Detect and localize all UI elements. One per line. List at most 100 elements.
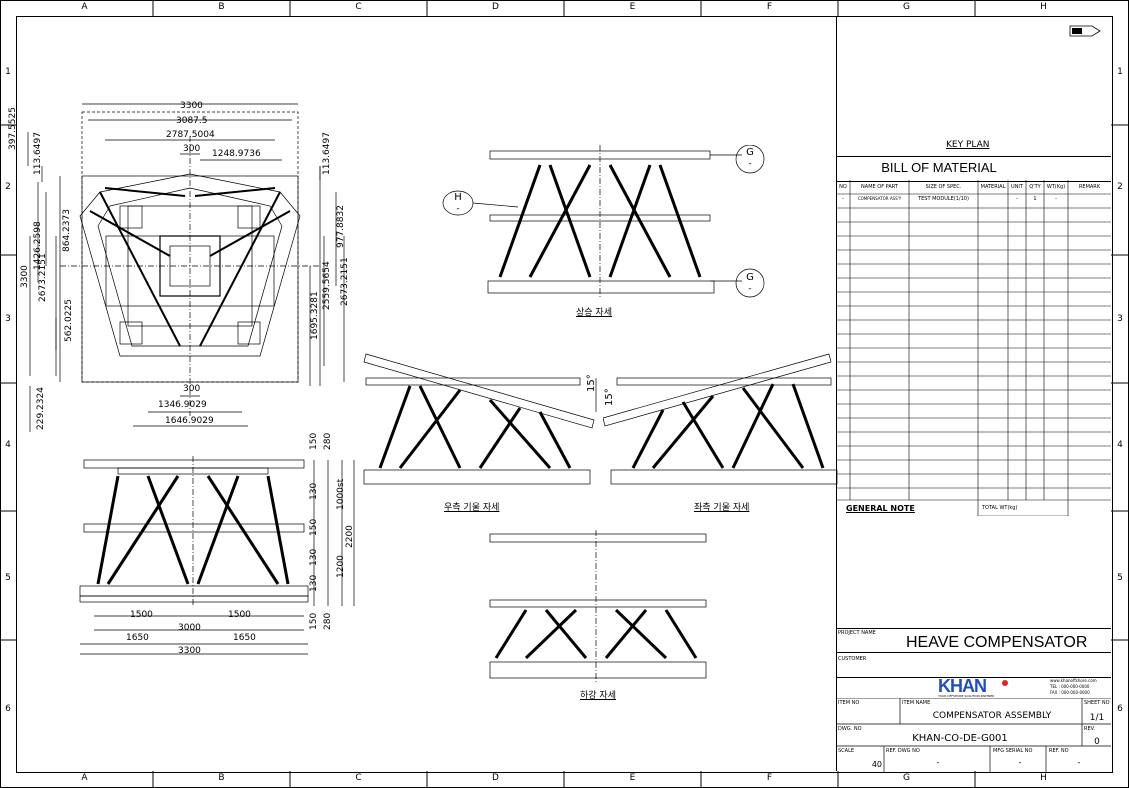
zone-label: H (1040, 773, 1047, 783)
ref-no-value: - (1077, 758, 1081, 767)
callout-h-bubble (442, 190, 519, 216)
dim-3300-top: 3300 (180, 101, 203, 111)
sheet-no-label: SHEET NO (1084, 700, 1110, 706)
dim-397: 397.5525 (8, 107, 18, 150)
scale-value: 40 (871, 760, 882, 769)
zone-label: 2 (5, 182, 11, 192)
general-note-label: GENERAL NOTE (846, 504, 915, 513)
bom-cell: 1 (1033, 196, 1037, 202)
customer-divider (836, 652, 1111, 653)
dim-130: 130 (309, 548, 319, 566)
mfg-serial-label: MFG SERIAL NO (993, 748, 1033, 754)
rev-label: REV. (1084, 726, 1095, 732)
bom-header-unit: UNIT (1011, 184, 1023, 190)
rev-value: 0 (1094, 737, 1100, 747)
plan-view-drawing (27, 103, 345, 432)
project-name: HEAVE COMPENSATOR (906, 634, 1088, 651)
zone-label: 6 (5, 704, 11, 714)
dim-150: 150 (309, 518, 319, 536)
ref-no-label: REF. NO (1049, 748, 1069, 754)
zone-label: D (492, 773, 499, 783)
dim-3300-left: 3300 (20, 265, 30, 288)
side-view-drawing (79, 456, 355, 655)
key-plan-label: KEY PLAN (946, 140, 990, 150)
callout-g-bottom: G (746, 272, 754, 283)
khan-logo: KHAN (938, 676, 987, 696)
project-name-box (836, 628, 1111, 678)
sheet-no: 1/1 (1089, 713, 1105, 723)
bom-title: BILL OF MATERIAL (881, 160, 997, 175)
dwg-no-label: DWG. NO (838, 726, 862, 732)
dim-1650-left: 1650 (126, 633, 149, 643)
bom-header-qty: Q'TY (1029, 184, 1041, 190)
zone-label: 4 (1117, 440, 1123, 450)
dim-113-right: 113.6497 (322, 132, 332, 175)
dim-1695: 1695.3281 (310, 291, 320, 340)
contact-info: www.khanoffshore.com TEL : 000-000-0000 … (1050, 678, 1097, 696)
zone-label: B (218, 2, 225, 12)
bom-cell: - (1055, 196, 1057, 202)
zone-label: D (492, 2, 499, 12)
mfg-serial-value: - (1018, 758, 1022, 767)
zone-label: C (355, 773, 362, 783)
zone-label: C (355, 2, 362, 12)
bom-header-size: SIZE OF SPEC. (925, 184, 962, 190)
dim-2559: 2559.5654 (322, 261, 332, 310)
logo-subtitle: YOUR OFFSHORE SOLUTION PARTNER (938, 694, 995, 698)
callout-g-top: G (746, 147, 754, 158)
item-name-label: ITEM NAME (902, 700, 931, 706)
zone-label: E (629, 2, 636, 12)
dim-3300-side: 3300 (178, 646, 201, 656)
bom-cell: COMPENSATOR ASS'Y (857, 196, 902, 201)
item-name: COMPENSATOR ASSEMBLY (932, 711, 1052, 721)
zone-label: 1 (5, 67, 11, 77)
zone-label: 2 (1117, 182, 1123, 192)
dim-2673-right: 2673.2151 (340, 257, 350, 306)
bom-cell: - (1016, 196, 1018, 202)
caption-down-position: 하강 자세 (580, 691, 616, 701)
bom-header-no: NO (839, 184, 847, 190)
caption-up-position: 상승 자세 (576, 308, 612, 318)
dim-300-bottom: 300 (183, 384, 201, 394)
ref-dwg-value: - (936, 758, 940, 767)
callout-h: H (454, 192, 462, 203)
up-position-drawing (487, 145, 765, 298)
contact-line: FAX : 000-000-0000 (1050, 690, 1090, 695)
zone-label: A (81, 773, 88, 783)
dim-113-left: 113.6497 (33, 132, 43, 175)
zone-label: F (766, 773, 773, 783)
customer-label: CUSTOMER (838, 656, 867, 662)
dim-1500-left: 1500 (130, 610, 153, 620)
zone-label: G (903, 2, 910, 12)
zone-label: H (1040, 2, 1047, 12)
dim-864: 864.2373 (62, 209, 72, 252)
scale-label: SCALE (838, 748, 855, 754)
tilt-left-drawing (603, 353, 838, 485)
bom-header-remark: REMARK (1078, 184, 1101, 190)
tilt-right-drawing (363, 353, 597, 485)
bom-cell: - (842, 196, 844, 202)
dim-229: 229.2324 (36, 387, 46, 430)
dim-2200: 2200 (345, 525, 355, 548)
logo-dot (1002, 680, 1008, 686)
zone-label: 5 (1117, 573, 1123, 583)
dim-1200: 1200 (336, 555, 346, 578)
contact-line: www.khanoffshore.com (1050, 678, 1097, 683)
zone-label: B (218, 773, 225, 783)
callout-g-top-sub: - (748, 159, 752, 169)
bom-title-row (836, 156, 1111, 182)
total-wt-label: TOTAL WT(kg) (982, 505, 1018, 511)
dim-150: 150 (309, 612, 319, 630)
zone-label: E (629, 773, 636, 783)
dwg-no: KHAN-CO-DE-G001 (912, 733, 1008, 744)
bom-header-wt: WT(Kg) (1046, 184, 1066, 190)
arrow-icon (1069, 25, 1101, 37)
zone-label: F (766, 2, 773, 12)
dim-977: 977.8832 (336, 205, 346, 248)
dim-562: 562.0225 (64, 299, 74, 342)
dim-300-top: 300 (183, 144, 201, 154)
dim-280: 280 (323, 612, 333, 630)
item-no-label: ITEM NO (838, 700, 860, 706)
dim-1346: 1346.9029 (158, 400, 207, 410)
